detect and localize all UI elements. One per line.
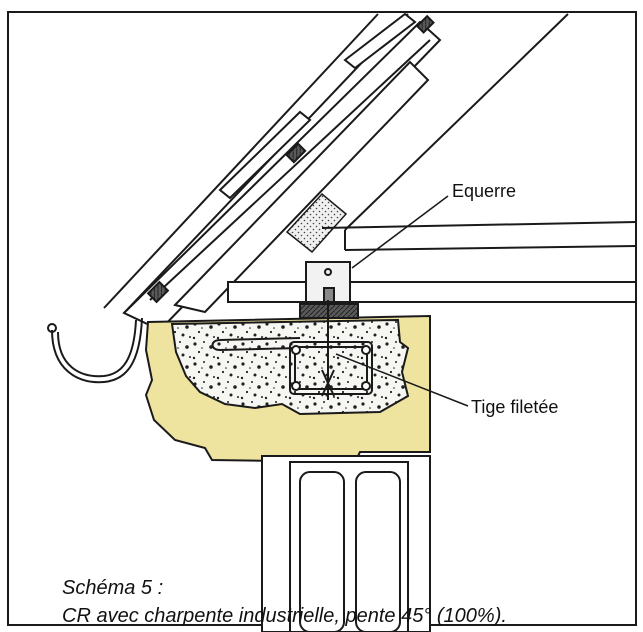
diagram-caption: Schéma 5 : CR avec charpente industriell… [62, 574, 507, 630]
roof-slope [103, 12, 569, 332]
equerre-label: Equerre [452, 181, 517, 201]
equerre-bracket [299, 261, 359, 319]
caption-line-1: Schéma 5 : [62, 577, 164, 599]
threaded-rod [321, 300, 335, 400]
wall-frame [261, 455, 431, 632]
gutter [47, 317, 143, 384]
insulation-block [285, 192, 348, 254]
threaded-rod-label: Tige filetée [471, 397, 559, 417]
caption-line-2: CR avec charpente industrielle, pente 45… [62, 605, 507, 627]
equerre-leader [351, 195, 449, 269]
tige-leader [335, 353, 469, 407]
